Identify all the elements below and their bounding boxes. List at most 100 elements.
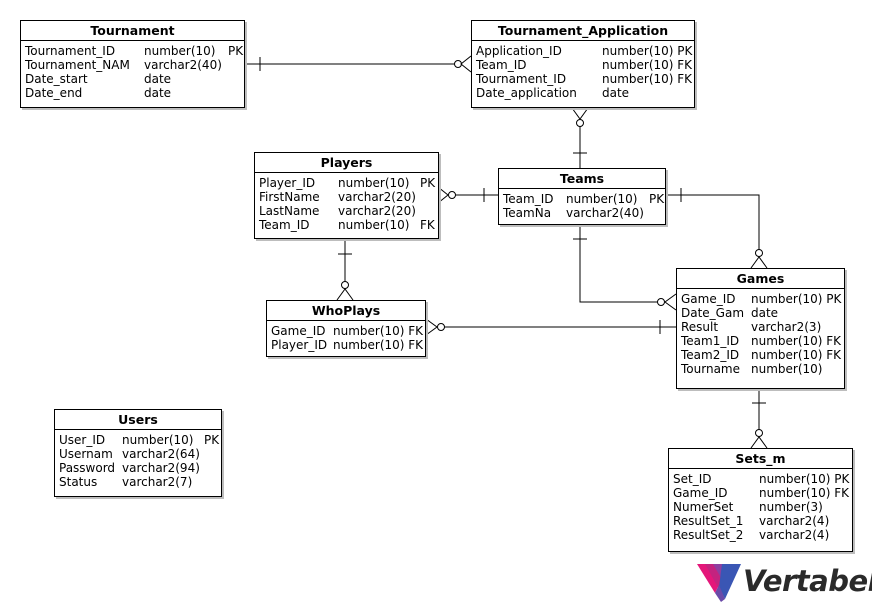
column-row: FirstName varchar2(20) (259, 190, 438, 204)
column-type: varchar2(4) (759, 514, 830, 528)
column-row: Password varchar2(94) (59, 461, 221, 475)
column-name: Player_ID (271, 338, 328, 352)
column-name: Team2_ID (681, 348, 740, 362)
column-row: User_ID number(10) PK (59, 433, 221, 447)
column-row: Status varchar2(7) (59, 475, 221, 489)
column-name: Date_Gam (681, 306, 745, 320)
column-name: FirstName (259, 190, 320, 204)
column-name: Tourname (681, 362, 740, 376)
rel-teams-games-team1 (573, 225, 677, 311)
entity-tournament-application[interactable]: Tournament_Application Application_ID nu… (471, 20, 695, 108)
column-row: Result varchar2(3) (681, 320, 844, 334)
rel-teams-games-team2 (666, 188, 768, 269)
entity-title: Games (677, 269, 844, 289)
entity-whoplays[interactable]: WhoPlays Game_ID number(10) FK Player_ID… (266, 300, 426, 357)
column-type: varchar2(94) (122, 461, 200, 475)
column-name: Team1_ID (681, 334, 740, 348)
column-name: Date_end (25, 86, 83, 100)
column-row: LastName varchar2(20) (259, 204, 438, 218)
column-name: Game_ID (673, 486, 728, 500)
vertabelo-logo-icon (697, 564, 741, 602)
column-name: TeamNa (503, 206, 552, 220)
entity-tournament[interactable]: Tournament Tournament_ID number(10) PK T… (20, 20, 245, 108)
column-name: Tournament_ID (25, 44, 116, 58)
column-type: number(10) (122, 433, 194, 447)
column-row: Team_ID number(10) PK (503, 192, 665, 206)
column-name: Date_application (476, 86, 577, 100)
column-key: PK (420, 176, 436, 190)
column-key: PK (228, 44, 244, 58)
column-type: varchar2(3) (751, 320, 822, 334)
column-row: Set_ID number(10) PK (673, 472, 852, 486)
column-row: Tournament_NAM varchar2(40) (25, 58, 244, 72)
column-row: Game_ID number(10) PK (681, 292, 844, 306)
vertabelo-logo: Vertabelo (697, 561, 872, 603)
column-name: Application_ID (476, 44, 562, 58)
column-name: Set_ID (673, 472, 712, 486)
entity-title: Tournament (21, 21, 244, 41)
column-row: ResultSet_1 varchar2(4) (673, 514, 852, 528)
entity-sets-m[interactable]: Sets_m Set_ID number(10) PK Game_ID numb… (668, 448, 853, 552)
vertabelo-logo-text: Vertabelo (743, 564, 872, 598)
column-type: date (602, 86, 630, 100)
entity-title: Teams (499, 169, 665, 189)
entity-players[interactable]: Players Player_ID number(10) PK FirstNam… (254, 152, 439, 239)
column-row: NumerSet number(3) (673, 500, 852, 514)
column-name: Team_ID (476, 58, 527, 72)
column-type: varchar2(7) (122, 475, 193, 489)
entity-games[interactable]: Games Game_ID number(10) PK Date_Gam dat… (676, 268, 845, 389)
column-name: Usernam (59, 447, 113, 461)
column-type: number(10) (338, 218, 410, 232)
column-name: Team_ID (259, 218, 310, 232)
column-type: date (751, 306, 779, 320)
column-type: date (144, 86, 172, 100)
column-type: varchar2(20) (338, 204, 416, 218)
entity-title: Tournament_Application (472, 21, 694, 41)
column-row: Date_application date (476, 86, 694, 100)
column-name: Password (59, 461, 116, 475)
column-row: Player_ID number(10) PK (259, 176, 438, 190)
column-name: LastName (259, 204, 320, 218)
column-type: number(10) (566, 192, 638, 206)
column-type: date (144, 72, 172, 86)
column-row: Tournament_ID number(10) FK (476, 72, 694, 86)
column-type: number(10) PK (751, 292, 842, 306)
column-name: Player_ID (259, 176, 316, 190)
rel-teams-players (437, 186, 498, 204)
column-key: FK (420, 218, 435, 232)
column-name: Team_ID (503, 192, 554, 206)
column-type: number(10) FK (751, 334, 842, 348)
column-row: Team1_ID number(10) FK (681, 334, 844, 348)
rel-players-whoplays (336, 239, 354, 301)
column-row: Date_Gam date (681, 306, 844, 320)
column-row: Team2_ID number(10) FK (681, 348, 844, 362)
column-type: number(10) PK (759, 472, 850, 486)
column-key: PK (649, 192, 665, 206)
entity-users[interactable]: Users User_ID number(10) PK Usernam varc… (54, 409, 222, 497)
rel-games-whoplays (425, 318, 676, 336)
column-name: NumerSet (673, 500, 734, 514)
column-type: varchar2(40) (144, 58, 222, 72)
column-row: Game_ID number(10) FK (673, 486, 852, 500)
column-type: number(3) (759, 500, 823, 514)
column-name: Tournament_ID (476, 72, 567, 86)
column-row: Date_start date (25, 72, 244, 86)
column-name: ResultSet_1 (673, 514, 744, 528)
column-name: Result (681, 320, 719, 334)
column-row: TeamNa varchar2(40) (503, 206, 665, 220)
column-name: User_ID (59, 433, 106, 447)
column-name: Status (59, 475, 98, 489)
column-type: number(10) FK (602, 58, 693, 72)
rel-teams-application (571, 107, 589, 168)
column-type: number(10) FK (751, 348, 842, 362)
column-type: varchar2(4) (759, 528, 830, 542)
column-type: number(10) (751, 362, 823, 376)
column-row: Team_ID number(10) FK (476, 58, 694, 72)
entity-title: Players (255, 153, 438, 173)
column-type: number(10) PK (602, 44, 693, 58)
entity-teams[interactable]: Teams Team_ID number(10) PK TeamNa varch… (498, 168, 666, 225)
column-type: number(10) FK (602, 72, 693, 86)
column-name: Game_ID (271, 324, 326, 338)
rel-tournament-application (244, 55, 472, 73)
